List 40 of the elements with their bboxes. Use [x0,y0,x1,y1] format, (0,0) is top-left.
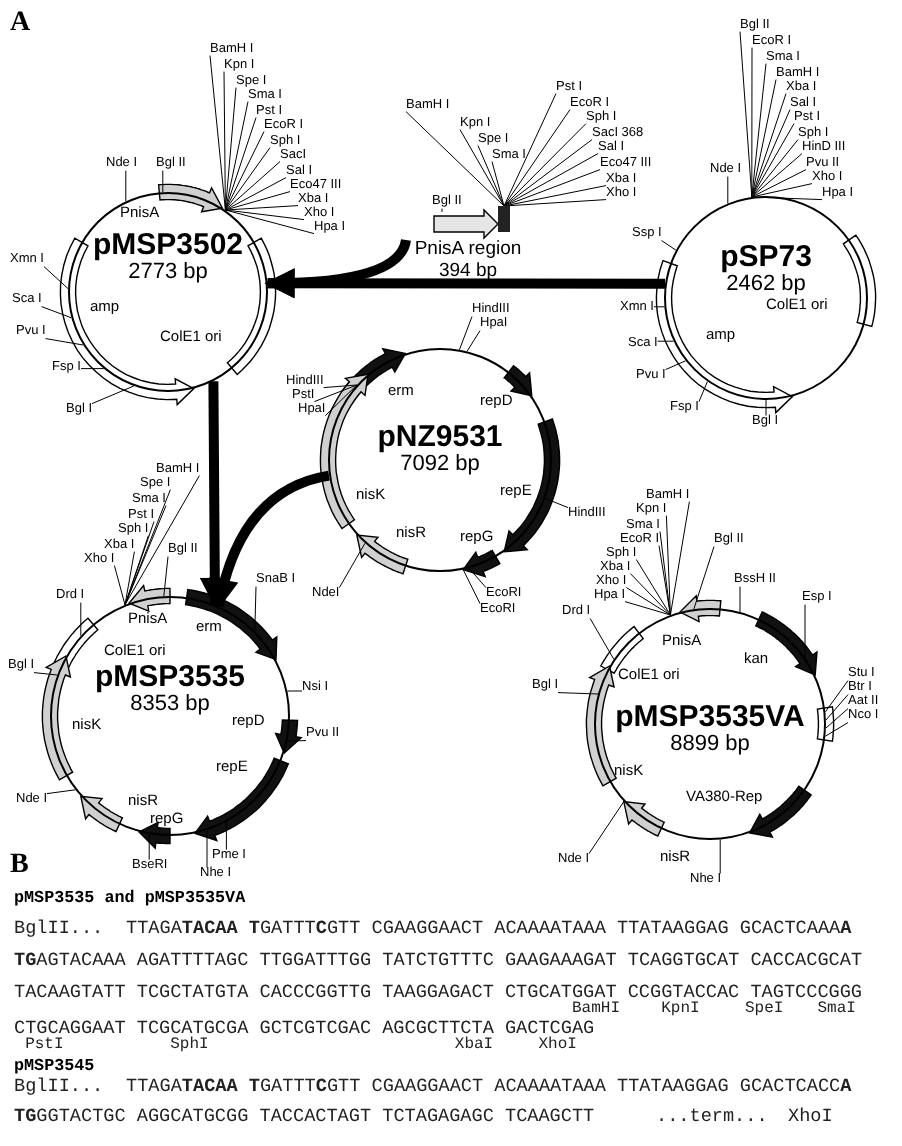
panel-letter: B [10,852,29,880]
enzyme-label: SmaI [817,1002,856,1018]
enzyme-label: PstI [25,1038,64,1054]
sequence-text: ...term... [656,1106,768,1126]
plasmid-map-circle [594,608,826,840]
plasmid-name: pNZ9531 [375,422,505,452]
sequence-text: TTAGATACAA TGATTTCGTT CGAAGGAACT ACAAAATAAA TTATAAGGAG GCACTCACCA [126,1076,852,1096]
enzyme-label: XhoI [538,1038,577,1054]
arrow [264,238,411,298]
enzyme-label: SpeI [744,1002,784,1018]
plasmid-size: 2773 bp [128,262,208,284]
plasmid-size: 2462 bp [726,274,806,296]
plasmid-size: 8899 bp [670,734,750,756]
plasmid-size: 7092 bp [400,454,480,476]
sequence-title: pMSP3545 [14,1057,95,1075]
plasmid-map-circle [328,348,552,572]
sequence-title: pMSP3535 and pMSP3535VA [14,889,246,907]
enzyme-label: SphI [170,1038,209,1054]
region-name: PnisA region [412,240,524,259]
sequence-text: XhoI [788,1106,833,1126]
sequence-text: TTAGATACAA TGATTTCGTT CGAAGGAACT ACAAAATAAA TTATAAGGAG GCACTCAAAA [126,918,852,938]
sequence-text: BglII... [14,918,104,938]
sequence-text: BglII... [14,1076,104,1096]
sequence-text: TGAGTACAAA AGATTTTAGC TTGGATTTGG TATCTGTTTC GAAGAAAGAT TCAGGTGCAT CACCACGCAT [14,950,863,970]
sequence-text: CTGCAGGAAT TCGCATGCGA GCTCGTCGAC AGCGCTTCTA GACTCGAG [14,1018,595,1038]
arrow [209,470,331,610]
plasmid-name: pSP73 [718,242,814,272]
enzyme-label: XbaI [454,1038,494,1054]
sequence-text: TGGGTACTGC AGGCATGCGG TACCACTAGT TCTAGAGAGC TCAAGCTT [14,1106,595,1126]
enzyme-label: BamHI [572,1002,621,1018]
plasmid-size: 8353 bp [130,694,210,716]
panel-letter: A [10,10,31,38]
plasmid-name: pMSP3502 [90,230,246,260]
plasmid-name: pMSP3535 [92,662,248,692]
enzyme-label: KpnI [661,1002,700,1018]
plasmid-map-circle [664,196,868,400]
sequence-text: TACAAGTATT TCGCTATGTA CACCCGGTTG TAAGGAGACT CTGCATGGAT CCGGTACCAC TAGTCCCGGG [14,982,863,1002]
region-size: 394 bp [436,261,500,280]
plasmid-name: pMSP3535VA [613,702,807,732]
plasmid-map-circle [50,596,290,836]
